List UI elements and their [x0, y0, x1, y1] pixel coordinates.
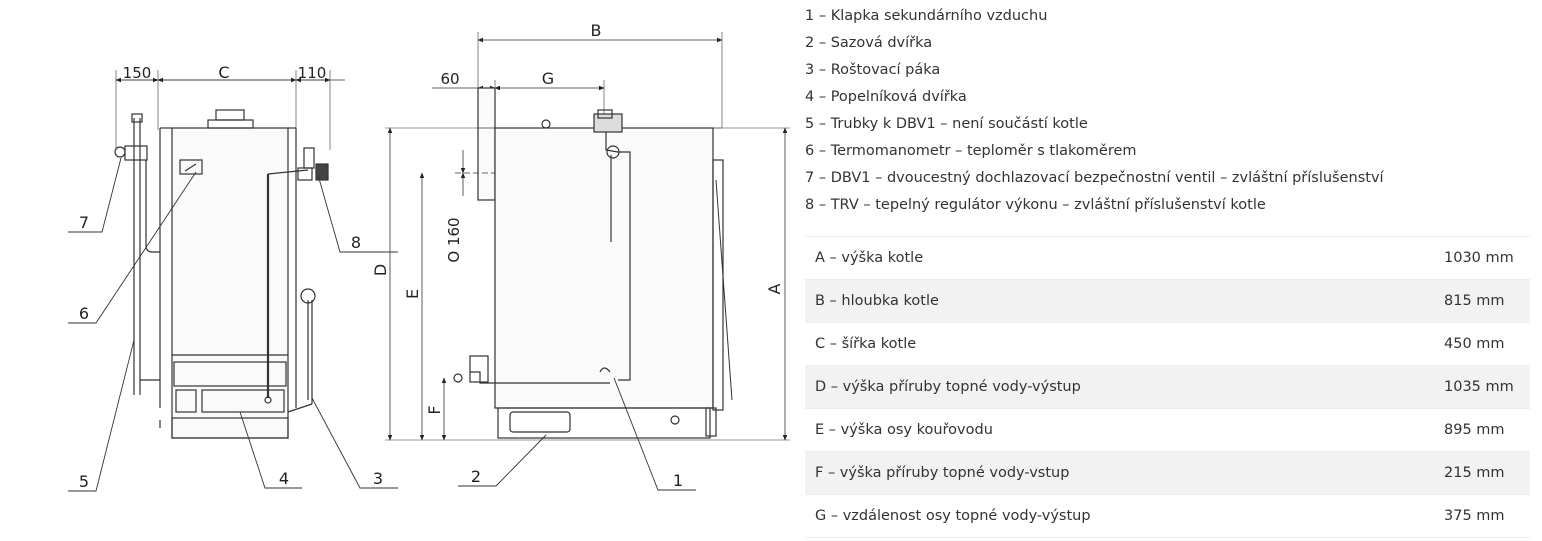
dimensions-table: A – výška kotle 1030 mm B – hloubka kotl… [805, 236, 1530, 538]
side-view [385, 32, 790, 441]
dim-a-label: A [765, 283, 784, 294]
spec-value: 1030 mm [1434, 236, 1530, 280]
boiler-technical-drawing: 150 C 110 7 8 6 5 4 3 [68, 21, 790, 492]
dim-g-label: G [542, 69, 554, 88]
legend-item: 2 – Sazová dvířka [805, 35, 933, 51]
callout-5: 5 [79, 472, 89, 491]
table-row: A – výška kotle 1030 mm [805, 236, 1530, 280]
spec-value: 1035 mm [1434, 365, 1530, 409]
spec-label: F – výška příruby topné vody-vstup [805, 451, 1434, 495]
legend-item: 8 – TRV – tepelný regulátor výkonu – zvl… [805, 197, 1266, 213]
callout-3: 3 [373, 469, 383, 488]
table-row: C – šířka kotle 450 mm [805, 322, 1530, 366]
dim-d-label: D [371, 264, 390, 276]
dim-c-label: C [218, 63, 229, 82]
spec-value: 895 mm [1434, 408, 1530, 452]
dim-60-label: 60 [440, 70, 459, 88]
spec-label: D – výška příruby topné vody-výstup [805, 365, 1434, 409]
spec-value: 815 mm [1434, 279, 1530, 323]
spec-label: A – výška kotle [805, 236, 1434, 280]
table-row: D – výška příruby topné vody-výstup 1035… [805, 365, 1530, 409]
callout-1: 1 [673, 471, 683, 490]
callout-2: 2 [471, 467, 481, 486]
legend-item: 6 – Termomanometr – teploměr s tlakoměre… [805, 143, 1137, 159]
spec-label: C – šířka kotle [805, 322, 1434, 366]
dim-110-label: 110 [298, 64, 327, 82]
legend-item: 3 – Roštovací páka [805, 62, 941, 78]
table-row: E – výška osy kouřovodu 895 mm [805, 408, 1530, 452]
legend-item: 1 – Klapka sekundárního vzduchu [805, 8, 1048, 24]
spec-value: 450 mm [1434, 322, 1530, 366]
dim-e-label: E [403, 289, 422, 299]
callout-7: 7 [79, 213, 89, 232]
spec-label: G – vzdálenost osy topné vody-výstup [805, 494, 1434, 538]
spec-label: B – hloubka kotle [805, 279, 1434, 323]
table-row: G – vzdálenost osy topné vody-výstup 375… [805, 494, 1530, 538]
table-row: B – hloubka kotle 815 mm [805, 279, 1530, 323]
dim-150-label: 150 [123, 64, 152, 82]
callout-8: 8 [351, 233, 361, 252]
legend-item: 5 – Trubky k DBV1 – není součástí kotle [805, 116, 1088, 132]
dim-f-label: F [425, 405, 444, 414]
front-view [114, 70, 345, 439]
dim-b-label: B [591, 21, 602, 40]
legend-item: 4 – Popelníková dvířka [805, 89, 967, 105]
callout-4: 4 [279, 469, 289, 488]
spec-value: 375 mm [1434, 494, 1530, 538]
spec-value: 215 mm [1434, 451, 1530, 495]
dim-o160-label: O 160 [445, 217, 463, 262]
spec-label: E – výška osy kouřovodu [805, 408, 1434, 452]
table-row: F – výška příruby topné vody-vstup 215 m… [805, 451, 1530, 495]
callout-6: 6 [79, 304, 89, 323]
parts-legend: 1 – Klapka sekundárního vzduchu 2 – Sazo… [805, 3, 1505, 219]
legend-item: 7 – DBV1 – dvoucestný dochlazovací bezpe… [805, 170, 1384, 186]
